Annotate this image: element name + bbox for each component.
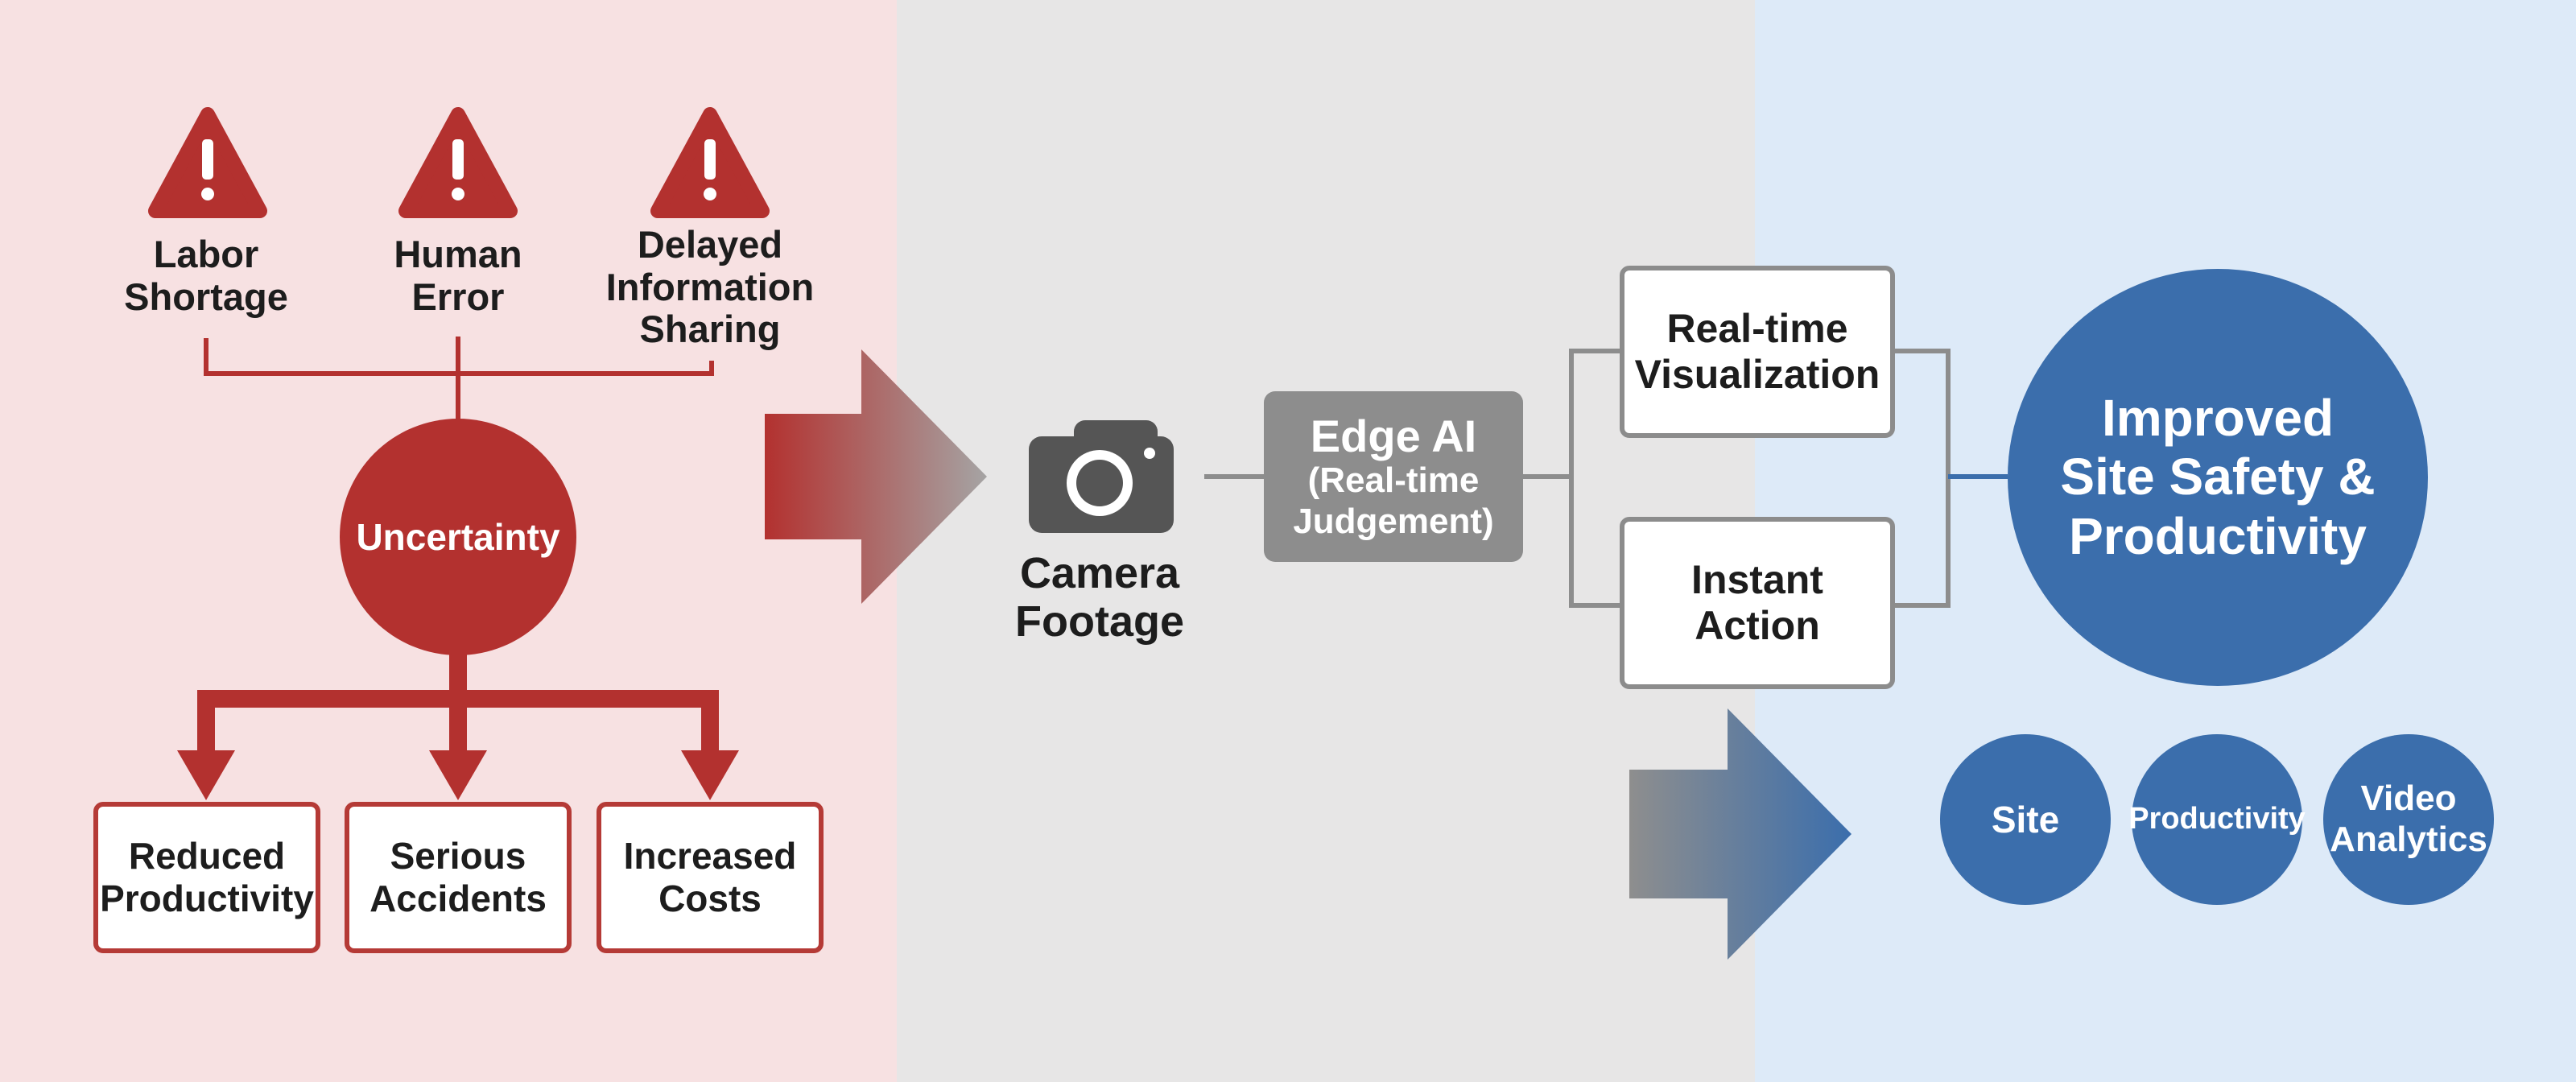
uncertainty-node: Uncertainty xyxy=(340,419,576,655)
warning-icon xyxy=(398,107,518,218)
consequence-arrows xyxy=(177,654,739,800)
warning-icon xyxy=(650,107,770,218)
transition-arrow-red xyxy=(765,349,987,604)
outcome-tag-site: Site xyxy=(1940,734,2111,905)
warning-icon xyxy=(148,107,267,218)
edge-ai-title: Edge AI xyxy=(1310,410,1477,461)
outcome-tag-productivity: Productivity xyxy=(2128,734,2306,905)
camera-icon xyxy=(1029,420,1174,533)
transition-arrow-blue xyxy=(1629,708,1852,960)
causes-connector xyxy=(204,337,714,420)
